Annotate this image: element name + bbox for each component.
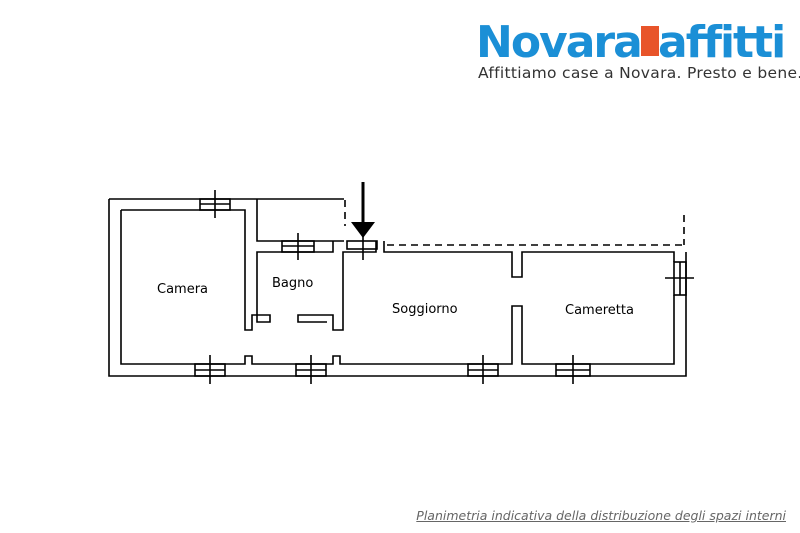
entrance-arrow [351, 182, 375, 238]
dashed-boundary [344, 200, 685, 246]
logo-tagline: Affittiamo case a Novara. Presto e bene. [478, 64, 800, 82]
logo-word-affitti: affitti [658, 17, 786, 68]
logo: Novara affitti Affittiamo case a Novara.… [476, 17, 800, 88]
room-label-cameretta: Cameretta [565, 303, 634, 318]
door-icon [641, 26, 659, 56]
room-label-soggiorno: Soggiorno [392, 302, 458, 317]
caption: Planimetria indicativa della distribuzio… [416, 508, 786, 523]
room-label-bagno: Bagno [272, 276, 313, 291]
room-label-camera: Camera [157, 282, 208, 297]
windows [194, 190, 694, 384]
logo-word-novara: Novara [476, 17, 643, 68]
